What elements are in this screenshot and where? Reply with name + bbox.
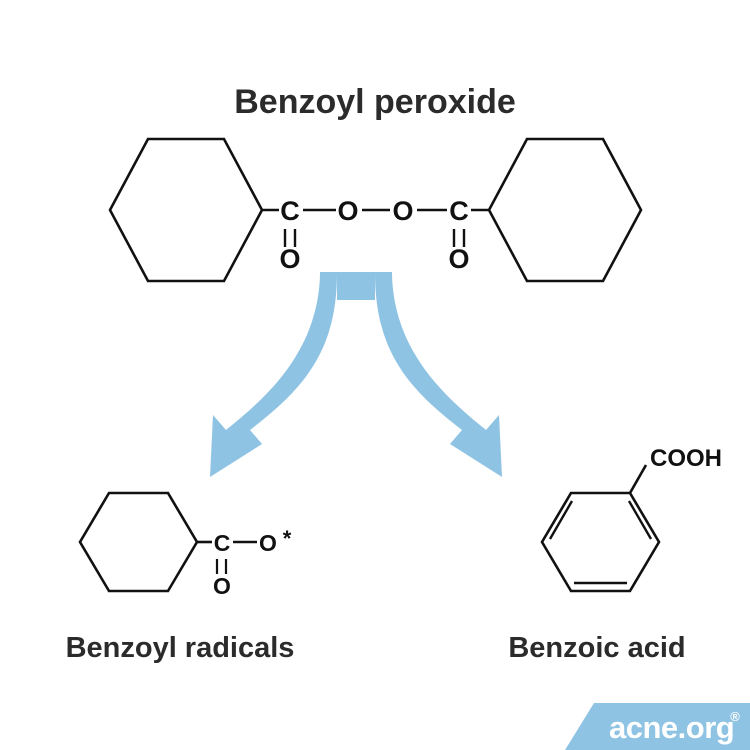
arrow-branch-left bbox=[210, 272, 337, 477]
arrow-stem bbox=[337, 272, 375, 300]
atom-peroxide-o-left: O bbox=[337, 196, 358, 226]
atom-radical-carbonyl-c: C bbox=[214, 530, 231, 556]
bond-ring-to-cooh bbox=[628, 464, 648, 494]
benzoic-acid-ring bbox=[540, 491, 661, 593]
benzoic-acid-structure: COOH bbox=[540, 445, 722, 593]
kekule-bond-upper-right bbox=[627, 500, 653, 540]
benzoyl-peroxide-structure: C O O O C O bbox=[108, 137, 643, 283]
atom-carbonyl-o-right: O bbox=[448, 244, 469, 274]
atom-carbonyl-o-left: O bbox=[279, 244, 300, 274]
label-benzoic-acid: Benzoic acid bbox=[508, 632, 685, 664]
reaction-arrow-split bbox=[210, 272, 502, 477]
atom-radical-carbonyl-o: O bbox=[213, 573, 231, 599]
radical-dot-mark: * bbox=[283, 526, 292, 551]
phenyl-ring-left bbox=[108, 137, 264, 283]
atom-radical-o: O bbox=[259, 530, 277, 556]
atom-carbonyl-c-right: C bbox=[449, 196, 469, 226]
registered-trademark-icon: ® bbox=[730, 709, 740, 724]
logo-background bbox=[565, 703, 750, 750]
arrow-branch-right bbox=[375, 272, 502, 477]
label-benzoyl-radicals: Benzoyl radicals bbox=[66, 632, 295, 664]
acne-org-logo[interactable]: acne.org ® bbox=[565, 703, 750, 750]
atom-carbonyl-c-left: C bbox=[280, 196, 300, 226]
logo-text: acne.org bbox=[609, 710, 734, 745]
kekule-bond-upper-left bbox=[548, 500, 574, 540]
atom-peroxide-o-right: O bbox=[392, 196, 413, 226]
benzoyl-radical-structure: C O O * bbox=[78, 491, 292, 599]
atom-group-cooh: COOH bbox=[650, 445, 722, 472]
page-title: Benzoyl peroxide bbox=[234, 83, 516, 121]
phenyl-ring-right bbox=[487, 137, 643, 283]
radical-phenyl-ring bbox=[78, 491, 199, 593]
